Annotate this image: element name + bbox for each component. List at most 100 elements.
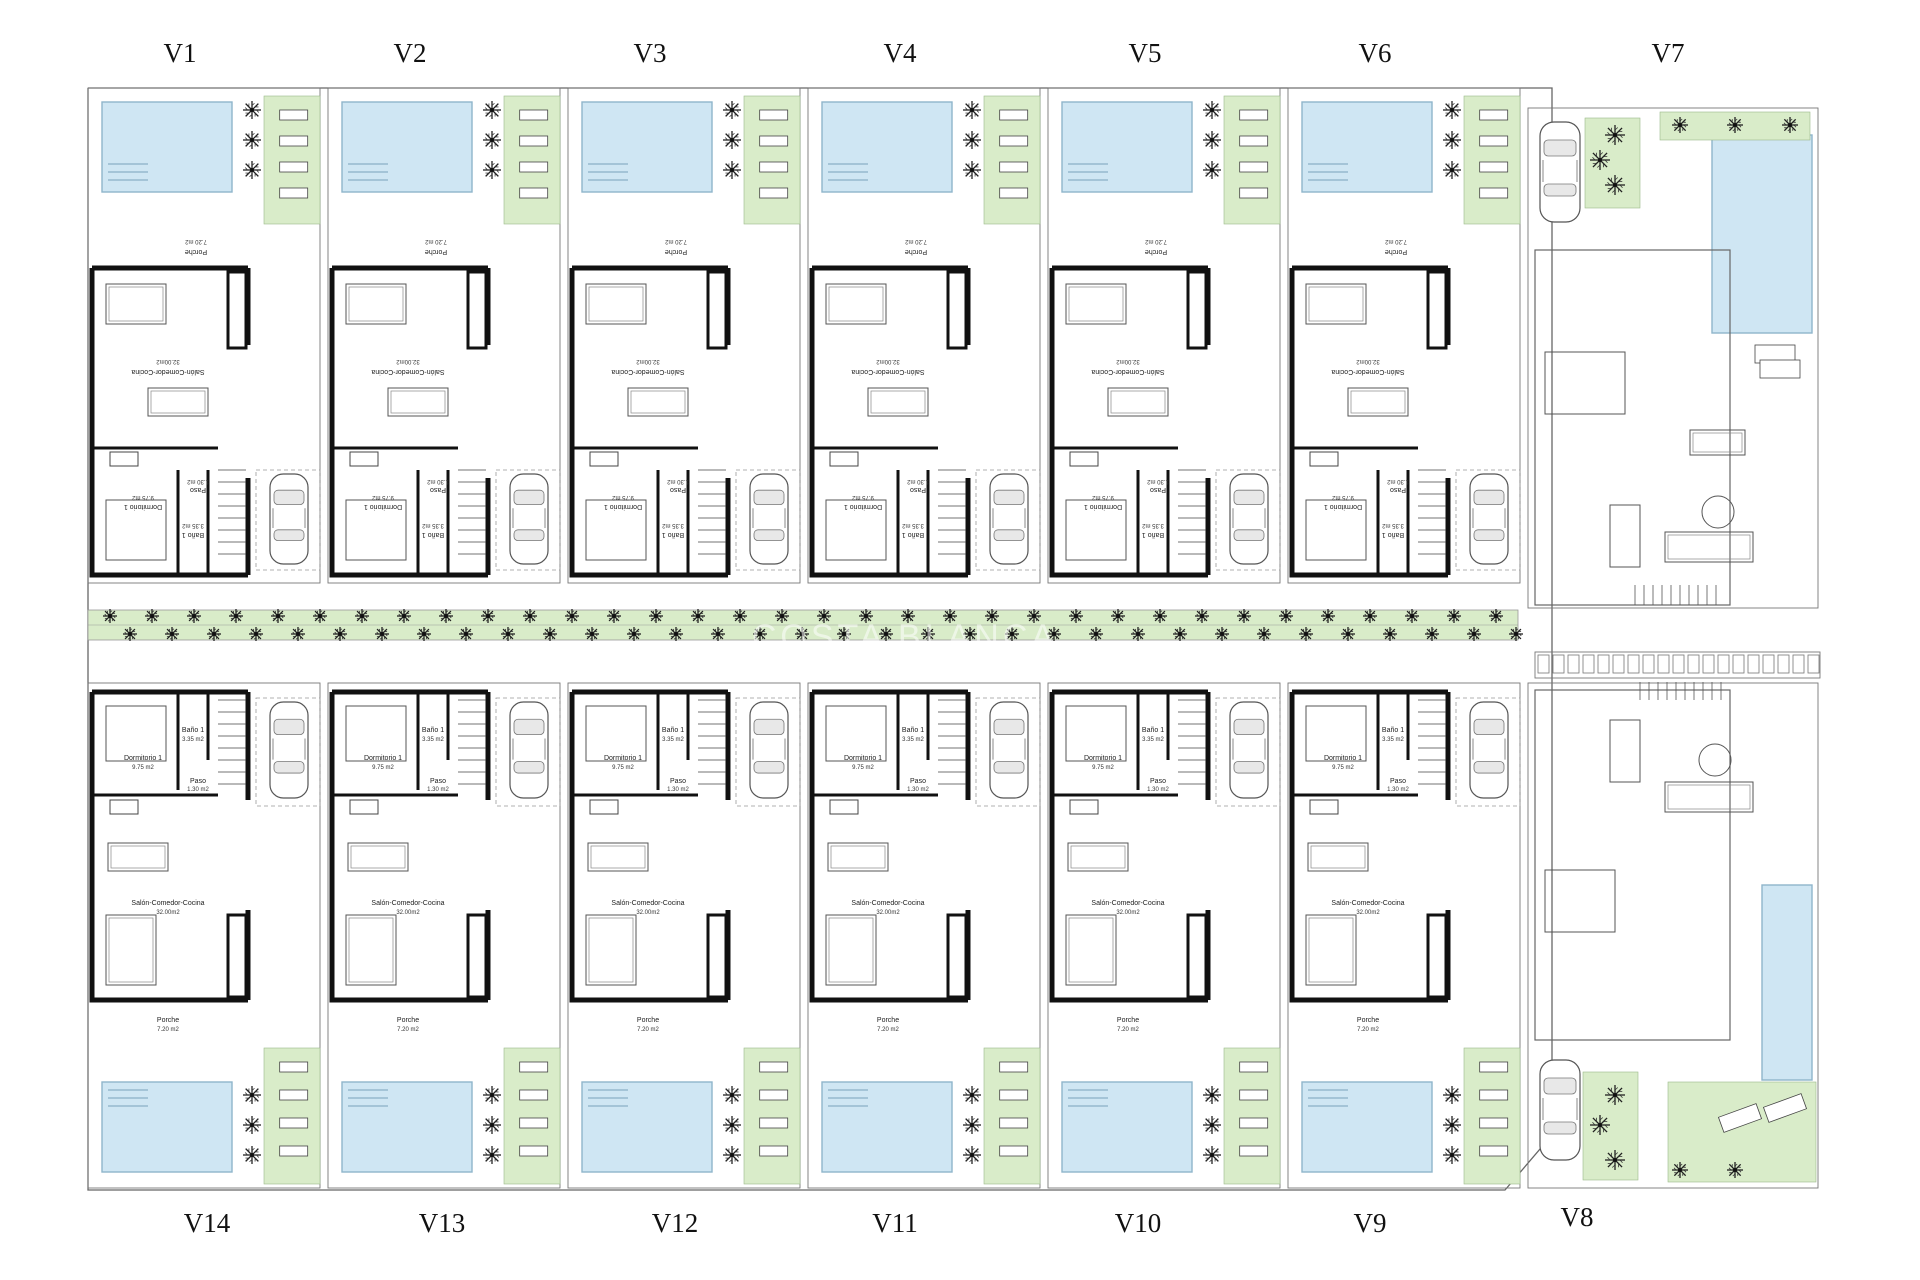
sun-lounger-icon [759, 1061, 789, 1073]
hall-area-label: 1.30 m2 [187, 787, 209, 793]
garden-patio [743, 95, 801, 225]
sofa-icon [1664, 781, 1754, 813]
sun-lounger-icon [1239, 161, 1269, 173]
palm-tree-icon [1203, 1116, 1221, 1134]
storage-unit [466, 913, 488, 999]
villa-label-bottom-5: V10 [1115, 1208, 1162, 1238]
bed-icon [1065, 705, 1127, 762]
sofa-icon [825, 283, 887, 325]
palm-tree-icon [1131, 627, 1145, 641]
plot-outline [1287, 87, 1521, 584]
bath-area-label: 3.35 m2 [662, 522, 684, 528]
bed-icon [825, 705, 887, 762]
porch-label: Porche [1145, 248, 1167, 255]
bath-area-label: 3.35 m2 [422, 737, 444, 743]
plot-outline [1047, 87, 1281, 584]
porch-area-label: 7.20 m2 [1357, 1027, 1379, 1033]
porch-area-label: 7.20 m2 [157, 1027, 179, 1033]
sofa-icon [587, 842, 649, 872]
palm-tree-icon [103, 609, 117, 623]
sofa-icon [347, 842, 409, 872]
bath-area-label: 3.35 m2 [182, 522, 204, 528]
pool [341, 1081, 473, 1173]
hall-area-label: 1.30 m2 [907, 787, 929, 793]
palm-tree-icon [501, 627, 515, 641]
plot-outline [807, 682, 1041, 1189]
storage-unit [226, 913, 248, 999]
porch-area-label: 7.20 m2 [1117, 1027, 1139, 1033]
car-icon [749, 701, 789, 799]
hob-icon [1309, 799, 1339, 815]
garden-patio [1223, 95, 1281, 225]
plot-outline [87, 87, 321, 584]
palm-tree-icon [291, 627, 305, 641]
sun-lounger-icon [1479, 1145, 1509, 1157]
hall-label: Paso [910, 486, 926, 493]
dining-table-icon [1609, 719, 1641, 783]
palm-tree-icon [417, 627, 431, 641]
palm-tree-icon [1443, 1146, 1461, 1164]
palm-tree-icon [669, 627, 683, 641]
bed-icon [585, 705, 647, 762]
paving-tile [1627, 654, 1640, 674]
sofa-icon [105, 283, 167, 325]
hall-area-label: 1.30 m2 [427, 478, 449, 484]
palm-tree-icon [375, 627, 389, 641]
hall-label: Paso [670, 778, 686, 785]
sun-lounger-icon [1479, 161, 1509, 173]
paved-edge [1534, 651, 1821, 679]
car-icon [989, 701, 1029, 799]
living-label: Salón-Comedor-Cocina [611, 900, 684, 907]
sofa-icon [1065, 914, 1117, 986]
bedroom-label: Dormitorio 1 [844, 755, 882, 762]
palm-tree-icon [1443, 131, 1461, 149]
living-label: Salón-Comedor-Cocina [611, 368, 684, 375]
sofa-icon [1107, 387, 1169, 417]
hall-area-label: 1.30 m2 [667, 478, 689, 484]
palm-tree-icon [691, 609, 705, 623]
bath-label: Baño 1 [902, 727, 924, 734]
palm-tree-icon [859, 609, 873, 623]
sun-lounger-icon [519, 1061, 549, 1073]
sofa-icon [1307, 842, 1369, 872]
living-area-label: 32.00m2 [1356, 358, 1380, 364]
villa-units: Porche 7.20 m2 Salón-Comedor-Cocina 32.00m2… [87, 87, 1521, 1189]
living-label: Salón-Comedor-Cocina [371, 900, 444, 907]
hob-icon [1069, 799, 1099, 815]
palm-tree-icon [1279, 609, 1293, 623]
palm-tree-icon [483, 101, 501, 119]
bedroom-area-label: 9.75 m2 [1332, 765, 1354, 771]
palm-tree-icon [543, 627, 557, 641]
sun-lounger-icon [1239, 1145, 1269, 1157]
pool [581, 1081, 713, 1173]
palm-tree-icon [1605, 175, 1625, 195]
bath-area-label: 3.35 m2 [1382, 522, 1404, 528]
hall-area-label: 1.30 m2 [427, 787, 449, 793]
sun-lounger-icon [1479, 1117, 1509, 1129]
pool [101, 1081, 233, 1173]
palm-tree-icon [1782, 117, 1798, 133]
villa-label-bottom-4: V11 [872, 1208, 918, 1238]
palm-tree-icon [249, 627, 263, 641]
bath-area-label: 3.35 m2 [902, 737, 924, 743]
bedroom-area-label: 9.75 m2 [852, 494, 874, 500]
palm-tree-icon [483, 1086, 501, 1104]
watermark-text: COSTA BLANCA [752, 618, 1058, 656]
palm-tree-icon [1027, 609, 1041, 623]
palm-tree-icon [187, 609, 201, 623]
hall-label: Paso [1150, 486, 1166, 493]
villa-label-top-4: V4 [884, 38, 917, 68]
sun-lounger-icon [519, 1145, 549, 1157]
palm-tree-icon [439, 609, 453, 623]
parking-bay [735, 469, 801, 571]
parking-bay [1455, 697, 1521, 807]
paving-tile [1597, 654, 1610, 674]
paving-tile [1732, 654, 1745, 674]
living-label: Salón-Comedor-Cocina [1091, 900, 1164, 907]
living-area-label: 32.00m2 [636, 910, 660, 916]
bed-icon [1305, 499, 1367, 561]
